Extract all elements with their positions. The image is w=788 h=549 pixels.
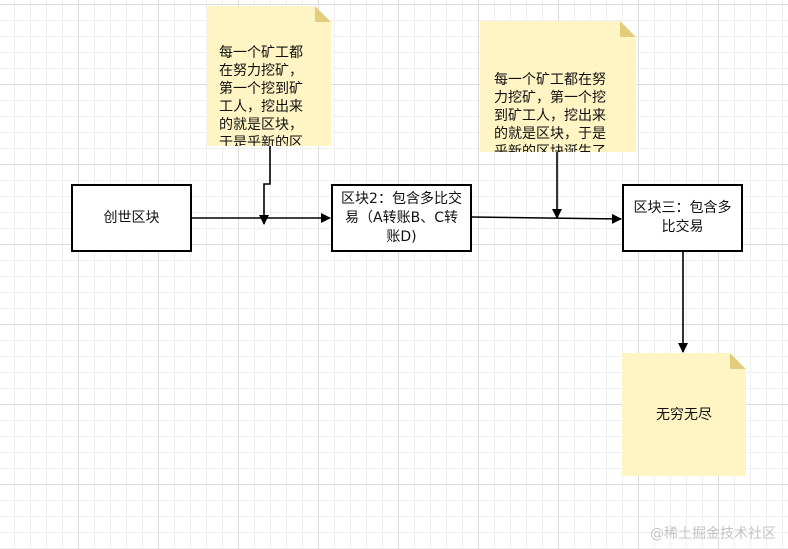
node-genesis-label: 创世区块 <box>103 209 160 226</box>
node-block-2-label: 区块2：包含多比交易（A转账B、C转账D) <box>341 190 462 245</box>
note-endless[interactable]: 无穷无尽 <box>622 353 746 476</box>
note-miners-1[interactable]: 每一个矿工都 在努力挖矿， 第一个挖到矿 工人，挖出来 的就是区块， 于是乎新的… <box>207 6 331 146</box>
node-block-3-label: 区块三：包含多比交易 <box>633 200 732 235</box>
node-genesis-block[interactable]: 创世区块 <box>71 184 192 252</box>
watermark: @稀土掘金技术社区 <box>650 526 776 542</box>
note-endless-text: 无穷无尽 <box>656 406 712 423</box>
note-miners-2[interactable]: 每一个矿工都在努 力挖矿，第一个挖 到矿工人，挖出来 的就是区块，于是 乎新的区… <box>480 21 636 152</box>
note-miners-2-text: 每一个矿工都在努 力挖矿，第一个挖 到矿工人，挖出来 的就是区块，于是 乎新的区… <box>494 72 606 160</box>
edge-note1-to-main-line <box>259 146 271 225</box>
node-block-3[interactable]: 区块三：包含多比交易 <box>622 184 743 252</box>
node-block-2[interactable]: 区块2：包含多比交易（A转账B、C转账D) <box>331 184 472 252</box>
edge-block2-to-block3 <box>470 213 622 224</box>
